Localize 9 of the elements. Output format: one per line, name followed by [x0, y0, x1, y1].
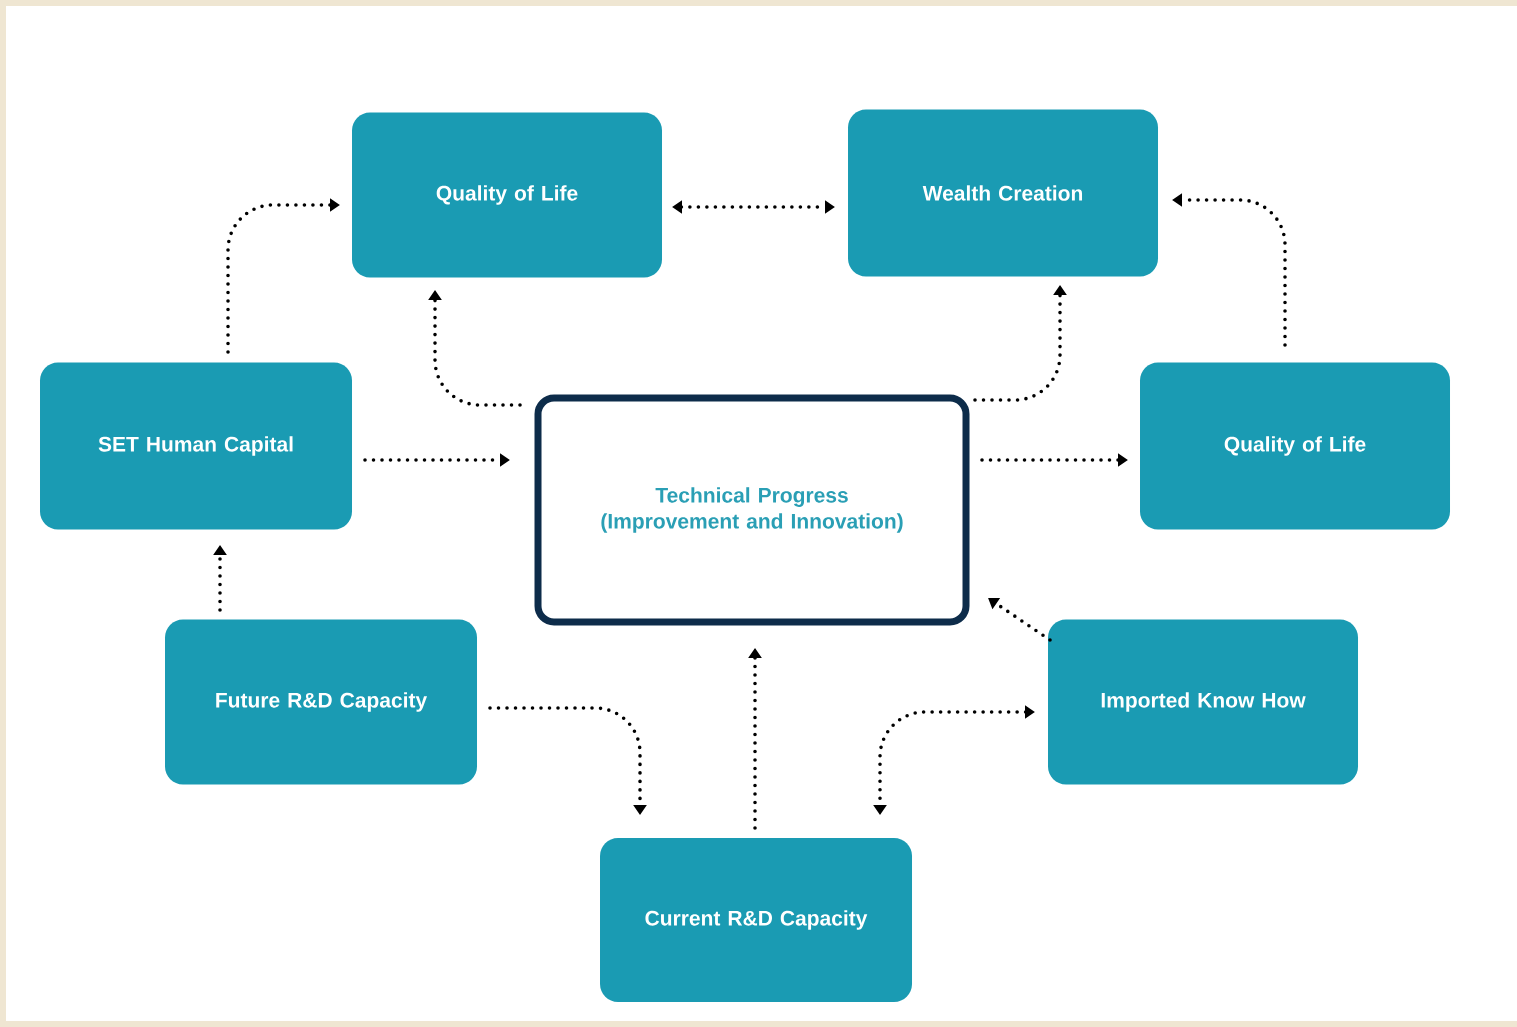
- process-box: Quality of Life: [1140, 362, 1450, 530]
- process-box: Imported Know How: [1048, 619, 1358, 785]
- arrow: [988, 597, 1052, 642]
- process-box: Current R&D Capacity: [600, 838, 912, 1002]
- process-box: SET Human Capital: [40, 362, 352, 530]
- process-box: Wealth Creation: [848, 109, 1158, 277]
- process-box: Future R&D Capacity: [165, 619, 477, 785]
- process-box: Technical Progress (Improvement and Innovation): [534, 394, 970, 626]
- process-box: Quality of Life: [352, 112, 662, 278]
